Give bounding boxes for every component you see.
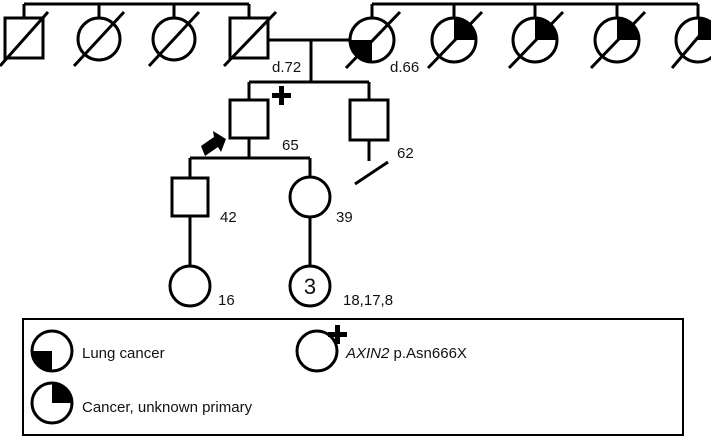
deceased-father-symbol — [222, 10, 278, 68]
son-symbol — [170, 176, 210, 218]
variant-change: p.Asn666X — [389, 345, 467, 362]
granddaughter-symbol — [168, 264, 212, 308]
no-offspring-line — [354, 160, 389, 186]
grandchildren-group-symbol: 3 — [288, 264, 332, 308]
brother-symbol — [348, 98, 390, 142]
daughter-age-label: 39 — [336, 209, 353, 226]
granddaughter-age-label: 16 — [218, 292, 235, 309]
deceased-male-symbol — [0, 11, 50, 67]
deceased-female-unknown-primary-symbol — [589, 10, 647, 70]
legend-box: Lung cancer AXIN2 p.Asn666X Cancer, unkn… — [22, 318, 684, 436]
deceased-female-unknown-primary-symbol — [507, 10, 565, 70]
deceased-female-symbol — [72, 10, 126, 68]
gen1-paternal-side — [0, 2, 278, 68]
variant-legend-label: AXIN2 p.Asn666X — [345, 345, 467, 362]
deceased-mother-lung-cancer-symbol — [344, 10, 402, 70]
grandchildren-ages-label: 18,17,8 — [343, 292, 393, 309]
deceased-female-symbol — [147, 10, 201, 68]
daughter-symbol — [288, 175, 332, 219]
variant-carrier-plus-icon — [272, 86, 291, 105]
brother-age-label: 62 — [397, 145, 414, 162]
variant-carrier-legend-icon — [295, 325, 347, 373]
gen1-maternal-side — [344, 2, 711, 70]
unknown-primary-legend-label: Cancer, unknown primary — [82, 399, 253, 416]
proband-arrow-icon — [201, 131, 226, 156]
unknown-primary-legend-icon — [30, 381, 74, 425]
son-age-label: 42 — [220, 209, 237, 226]
deceased-female-unknown-primary-symbol — [426, 10, 484, 70]
mother-death-label: d.66 — [390, 59, 419, 76]
lung-cancer-legend-icon — [30, 329, 74, 373]
grandchildren-count: 3 — [304, 274, 316, 299]
lung-cancer-legend-label: Lung cancer — [82, 345, 165, 362]
proband-symbol — [228, 98, 270, 140]
deceased-female-unknown-primary-symbol — [670, 16, 711, 69]
father-death-label: d.72 — [272, 59, 301, 76]
variant-gene-name: AXIN2 — [345, 345, 390, 362]
proband-age-label: 65 — [282, 137, 299, 154]
